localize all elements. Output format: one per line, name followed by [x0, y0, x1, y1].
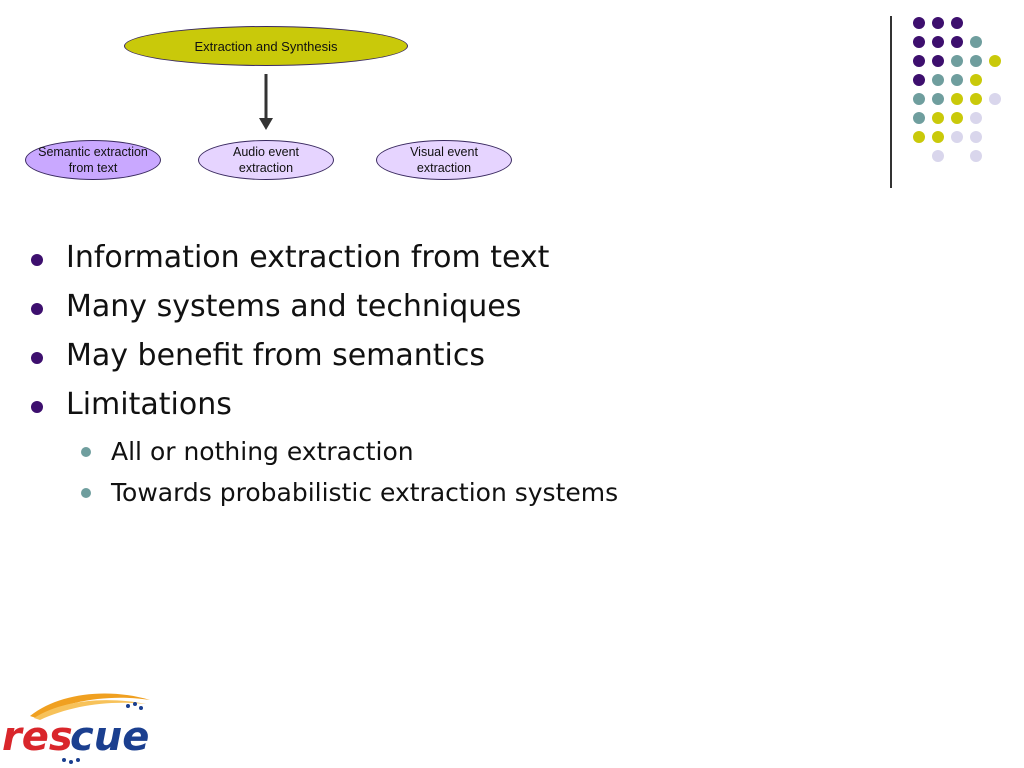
diagram-node-semantic-extraction: Semantic extraction from text: [25, 140, 161, 180]
decorative-dot-grid: [913, 17, 1001, 162]
bullet-text: Information extraction from text: [66, 240, 550, 275]
diagram-node-extraction-synthesis: Extraction and Synthesis: [124, 26, 408, 66]
bullet-text: Many systems and techniques: [66, 289, 522, 324]
sub-bullet-text: Towards probabilistic extraction systems: [111, 478, 619, 507]
sub-bullet-dot-icon: [81, 488, 91, 498]
bullet-dot-icon: [31, 401, 43, 413]
bullet-item: Information extraction from text: [30, 236, 930, 285]
diagram-node-audio-event: Audio event extraction: [198, 140, 334, 180]
decorative-divider: [890, 16, 892, 188]
diagram-node-visual-event: Visual event extraction: [376, 140, 512, 180]
diagram-arrow: [259, 74, 273, 130]
bullet-item: Many systems and techniques: [30, 285, 930, 334]
bullet-dot-icon: [31, 303, 43, 315]
bullet-text: May benefit from semantics: [66, 338, 486, 373]
sub-bullet-dot-icon: [81, 447, 91, 457]
sub-bullet-item: All or nothing extraction: [30, 432, 930, 473]
bullet-item: May benefit from semantics: [30, 334, 930, 383]
bullet-list: Information extraction from text Many sy…: [30, 236, 930, 514]
svg-text:cue: cue: [70, 714, 149, 760]
rescue-logo: res cue: [2, 693, 150, 764]
sub-bullet-item: Towards probabilistic extraction systems: [30, 473, 930, 514]
bullet-text: Limitations: [66, 387, 232, 422]
sub-bullet-text: All or nothing extraction: [111, 437, 414, 466]
bullet-dot-icon: [31, 352, 43, 364]
svg-text:res: res: [2, 714, 73, 760]
bullet-item: Limitations: [30, 383, 930, 432]
bullet-dot-icon: [31, 254, 43, 266]
